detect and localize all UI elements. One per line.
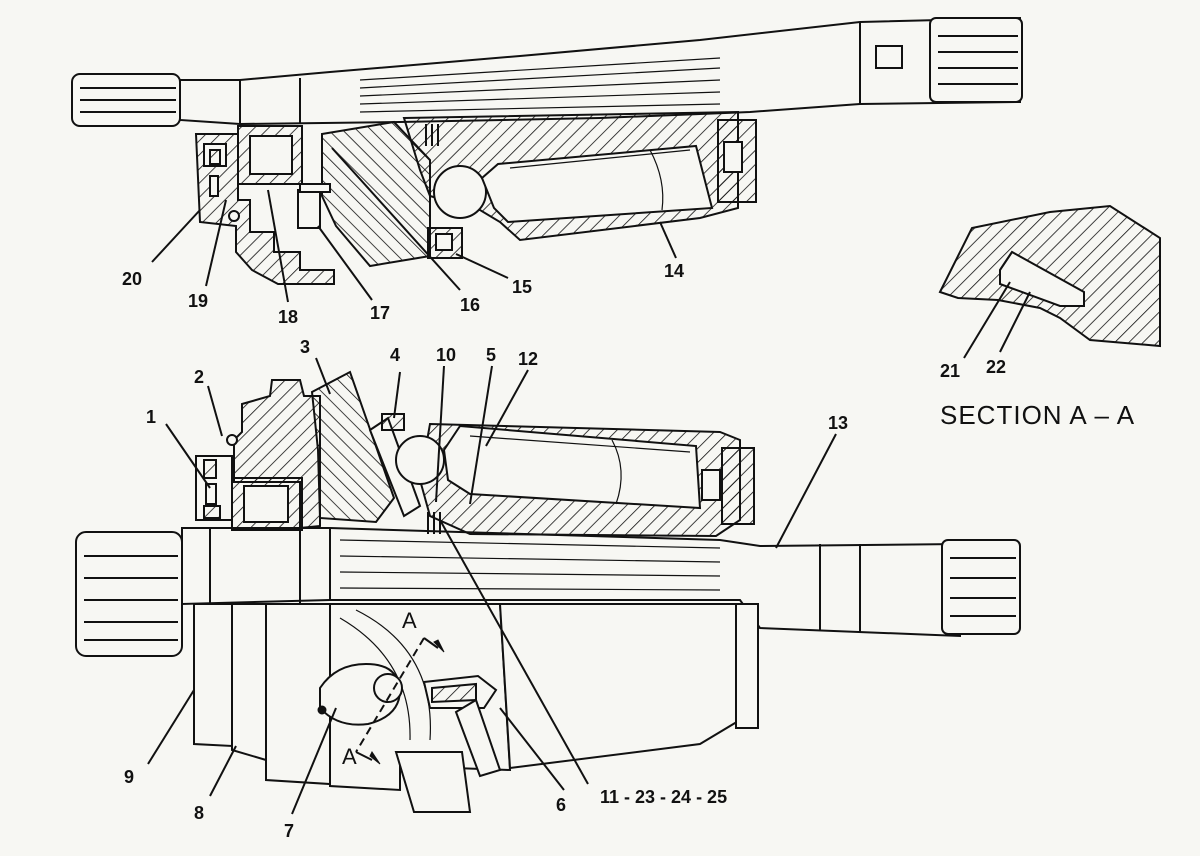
upper-shoe	[297, 183, 331, 229]
callout-11-23-24-25: 11 - 23 - 24 - 25	[600, 787, 728, 807]
upper-bearing	[237, 125, 303, 185]
callout-14: 14	[664, 261, 685, 281]
callout-6: 6	[556, 795, 567, 815]
callout-3: 3	[300, 337, 311, 357]
callout-16: 16	[460, 295, 481, 315]
upper-shaft	[179, 16, 1021, 126]
upper-piston-ball	[433, 165, 487, 219]
callout-12: 12	[518, 349, 539, 369]
callout-7: 7	[284, 821, 295, 841]
callout-1: 1	[146, 407, 157, 427]
section-a-a-title: SECTION A – A	[940, 400, 1136, 430]
upper-pump-view	[71, 16, 1023, 285]
callout-19: 19	[188, 291, 209, 311]
callout-5: 5	[486, 345, 497, 365]
callout-13: 13	[828, 413, 849, 433]
lower-control-linkage	[317, 662, 502, 778]
lower-seal	[195, 434, 238, 521]
callout-18: 18	[278, 307, 299, 327]
upper-retainer	[427, 227, 463, 259]
lower-shaft-splines	[209, 528, 861, 632]
upper-leader-lines	[151, 147, 677, 303]
upper-seal	[203, 143, 240, 222]
lower-piston	[442, 424, 702, 510]
upper-right-spline	[929, 17, 1023, 103]
upper-end-plate	[717, 119, 757, 203]
upper-swash-plate	[321, 120, 431, 268]
section-a-cut-line	[355, 637, 445, 765]
section-marker-bottom: A	[342, 744, 357, 769]
lower-spring-stack	[427, 512, 441, 534]
callout-21: 21	[940, 361, 961, 381]
upper-piston	[480, 144, 714, 224]
callout-9: 9	[124, 767, 135, 787]
callout-8: 8	[194, 803, 205, 823]
lower-outer-housing	[193, 603, 759, 813]
lower-swash-plate	[310, 370, 396, 524]
upper-spring	[425, 124, 439, 146]
callout-22: 22	[986, 357, 1007, 377]
upper-left-housing	[194, 133, 335, 285]
lower-piston-ball	[395, 435, 445, 485]
callout-17: 17	[370, 303, 391, 323]
lower-leader-lines	[147, 357, 837, 815]
upper-shaft-splines	[239, 22, 903, 124]
lower-left-spline	[75, 531, 183, 657]
upper-left-spline	[71, 73, 181, 127]
lower-right-spline	[941, 539, 1021, 635]
lower-shaft	[181, 527, 961, 638]
lower-bearing	[231, 477, 303, 531]
lower-pump-view	[75, 370, 1021, 813]
callout-20: 20	[122, 269, 143, 289]
callout-4: 4	[390, 345, 401, 365]
section-marker-top: A	[402, 608, 417, 633]
lower-end-plate	[701, 447, 755, 525]
callout-2: 2	[194, 367, 205, 387]
callout-10: 10	[436, 345, 457, 365]
section-a-a-detail	[938, 204, 1161, 359]
lower-shoe	[381, 413, 405, 431]
callout-15: 15	[512, 277, 533, 297]
